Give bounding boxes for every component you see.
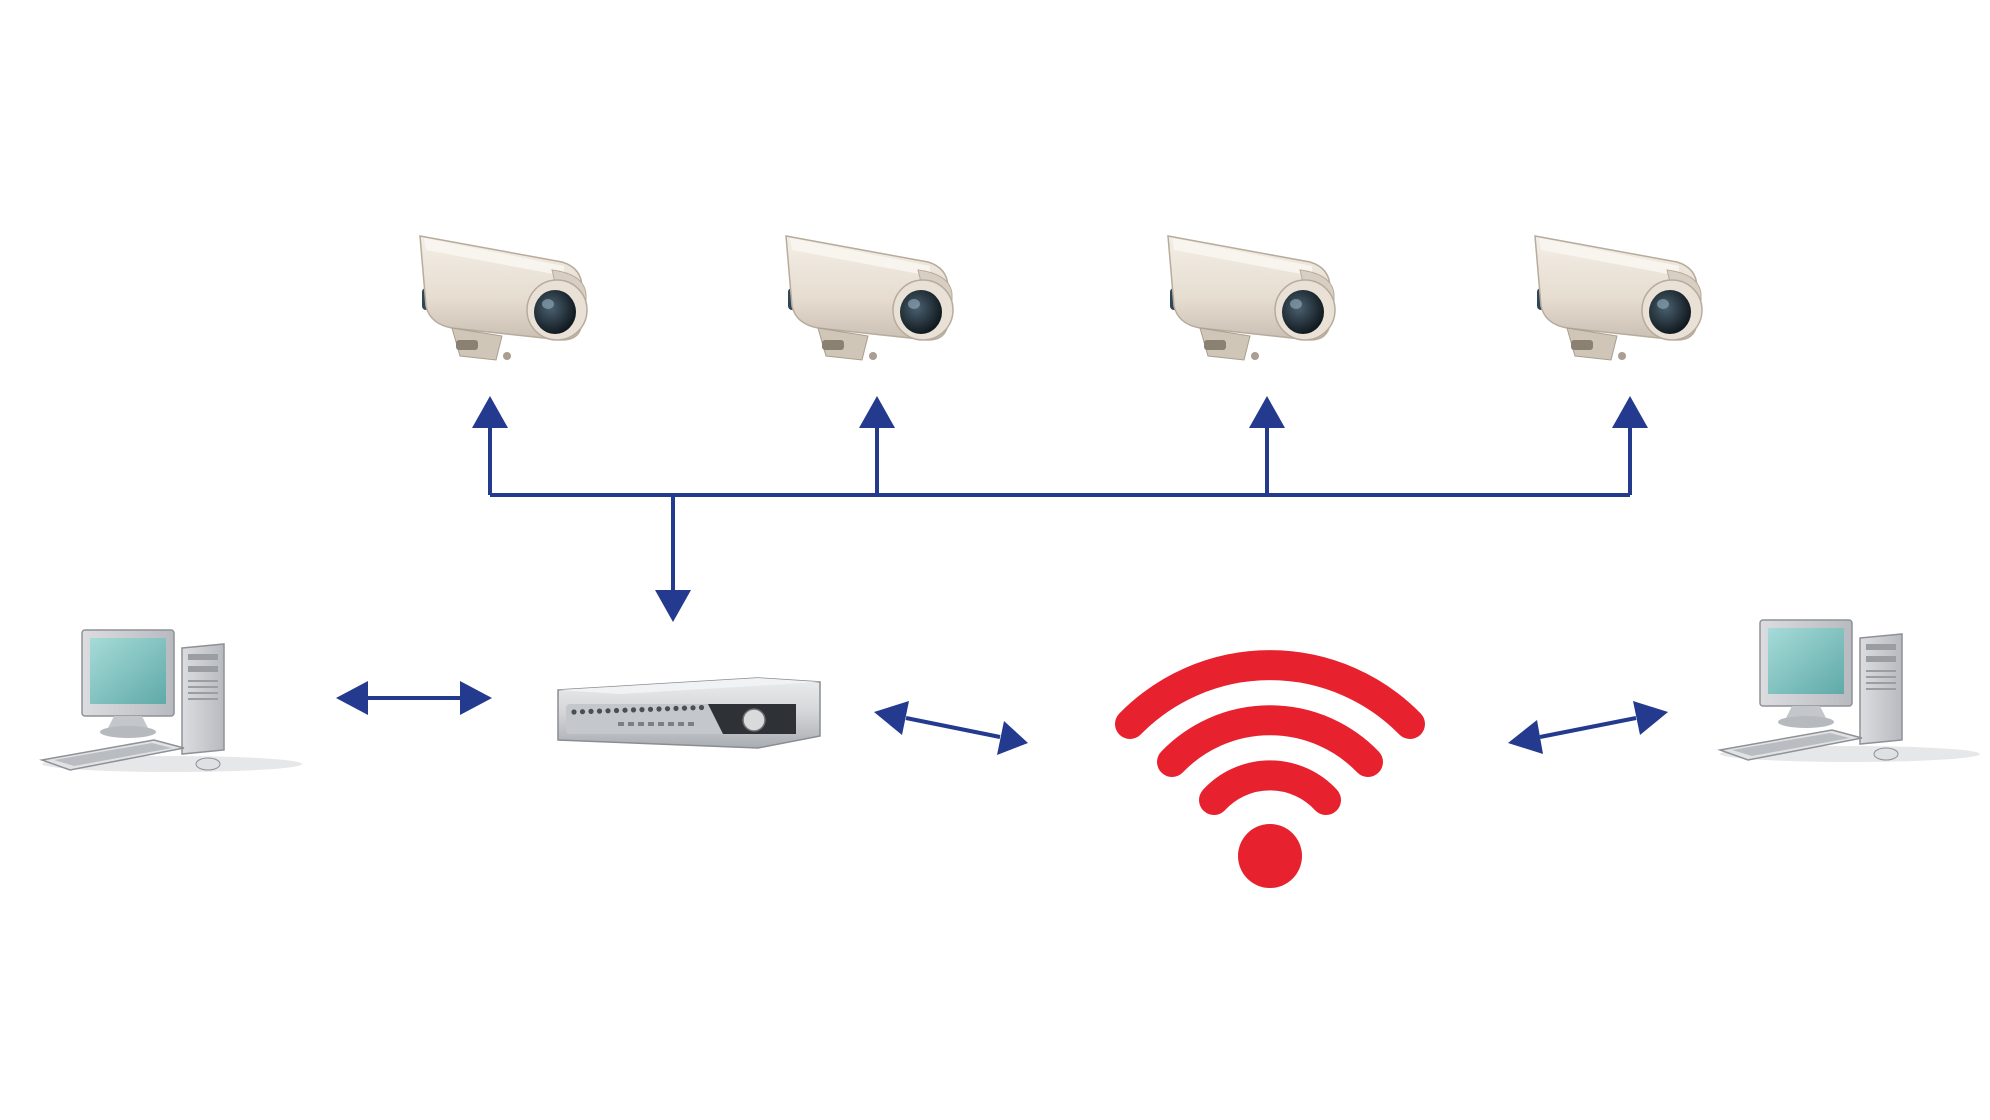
dvr-key [668,722,674,726]
dvr-button [656,706,662,712]
dvr-button [588,708,594,715]
dvr-button [681,705,688,711]
dvr-button [647,706,654,712]
dvr-recorder-icon [557,677,821,749]
arrowhead-camera-2 [859,396,895,428]
camera-bus-arrowheads [472,396,1648,622]
camera-1-icon [419,235,588,361]
wifi-arc-outer [1115,650,1425,739]
dvr-key [658,722,664,726]
dvr-button [596,708,603,714]
dvr-button [613,707,620,714]
dvr-button [690,705,696,711]
desktop-computer-left-icon [41,629,303,773]
pc-left-dvr-arrow [336,681,492,715]
wifi-dot [1238,824,1302,888]
desktop-computer-right-icon [1719,619,1981,763]
dvr-front-buttons [571,704,705,726]
camera-2-icon [785,235,954,361]
dvr-button [664,706,671,712]
dvr-button [622,707,628,713]
wifi-arc-inner [1199,760,1341,815]
dvr-wifi-arrow [874,701,1028,755]
wifi-pc-right-arrow [1508,701,1668,754]
dvr-button [579,709,586,715]
dvr-button [605,708,611,714]
dvr-button [571,709,577,715]
dvr-key [678,722,684,726]
dvr-button [639,707,645,713]
camera-3-icon [1167,235,1336,361]
camera-bus-connector [488,420,1632,590]
dvr-key [688,722,694,726]
arrowhead-camera-4 [1612,396,1648,428]
dvr-key [628,722,634,726]
dvr-button [630,707,637,713]
arrowhead-camera-3 [1249,396,1285,428]
dvr-key [638,722,644,726]
dvr-button [698,704,705,711]
dvr-key [618,722,624,726]
arrowhead-dvr [655,590,691,622]
arrowhead-camera-1 [472,396,508,428]
dvr-button [673,705,679,712]
wifi-arc-middle [1157,705,1383,777]
dvr-key [648,722,654,726]
wifi-icon [1115,650,1425,888]
camera-4-icon [1534,235,1703,361]
